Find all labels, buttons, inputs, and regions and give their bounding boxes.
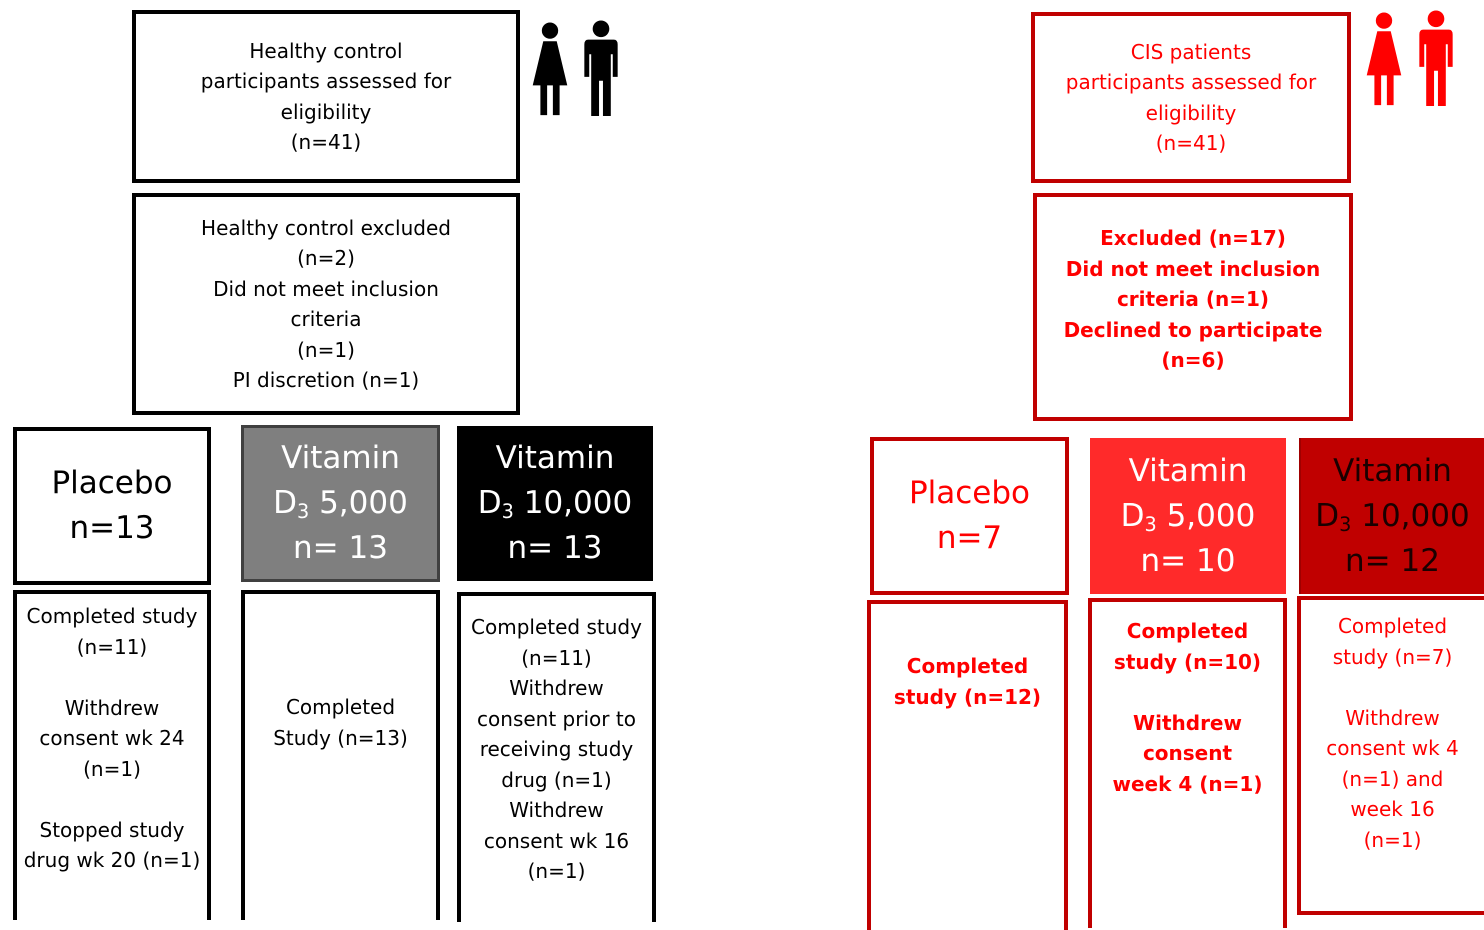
- man-icon: [1419, 10, 1453, 107]
- man-icon: [584, 20, 618, 117]
- outcome-line: study (n=7): [1332, 644, 1453, 669]
- cis-d10000-group-box: Vitamin D3 10,000 n= 12: [1299, 438, 1484, 594]
- group-dose: D3 5,000: [1120, 497, 1256, 536]
- healthy-assessed-line: participants assessed for: [200, 69, 452, 93]
- cis-excluded-line: (n=6): [1161, 348, 1225, 372]
- outcome-line: Completed: [1337, 614, 1448, 638]
- healthy-excluded-line: PI discretion (n=1): [232, 368, 420, 392]
- cis-d5000-group-box: Vitamin D3 5,000 n= 10: [1090, 438, 1286, 594]
- cis-assessed-line: eligibility: [1145, 100, 1237, 125]
- cis-assessed-box: CIS patients participants assessed for e…: [1031, 12, 1351, 183]
- outcome-line: (n=1): [1363, 827, 1422, 852]
- cis-assessed-line: (n=41): [1155, 131, 1227, 155]
- group-count: n= 13: [507, 530, 603, 566]
- healthy-excluded-box: Healthy control excluded (n=2) Did not m…: [132, 193, 520, 415]
- outcome-line: week 16: [1350, 797, 1435, 821]
- outcome-line: consent wk 16: [483, 828, 630, 853]
- cis-assessed-line: participants assessed for: [1065, 70, 1317, 94]
- healthy-assessed-line: Healthy control: [249, 38, 403, 63]
- cis-d5000-outcome-box: Completed study (n=10) Withdrew consent …: [1088, 598, 1287, 928]
- outcome-line: consent wk 24: [39, 726, 185, 750]
- outcome-line: Withdrew: [509, 798, 604, 822]
- healthy-placebo-group-box: Placebo n=13: [13, 427, 211, 585]
- group-count: n=7: [936, 520, 1003, 556]
- group-label: Vitamin: [281, 440, 400, 476]
- outcome-line: drug wk 20 (n=1): [23, 848, 201, 872]
- outcome-line: receiving study: [479, 737, 634, 761]
- healthy-excluded-line: (n=1): [297, 337, 355, 362]
- outcome-line: Stopped study: [39, 817, 185, 842]
- woman-icon: [1366, 12, 1402, 106]
- outcome-line: Withdrew: [1345, 705, 1440, 730]
- outcome-line: [109, 662, 115, 693]
- group-count: n= 10: [1140, 542, 1236, 579]
- outcome-line: [1389, 672, 1395, 703]
- healthy-d10000-outcome-box: Completed study (n=11) Withdrew consent …: [457, 592, 656, 922]
- cis-placebo-outcome-box: Completed study (n=12): [867, 600, 1068, 930]
- healthy-assessed-line: (n=41): [290, 130, 362, 154]
- healthy-excluded-line: Healthy control excluded: [201, 215, 451, 240]
- cis-excluded-line: Did not meet inclusion: [1065, 256, 1321, 281]
- group-dose: D3 10,000: [1315, 497, 1470, 536]
- outcome-line: (n=1): [527, 859, 586, 883]
- healthy-assessed-box: Healthy control participants assessed fo…: [132, 10, 520, 183]
- outcome-line: Completed study: [26, 604, 198, 628]
- outcome-line: Withdrew: [1133, 710, 1242, 735]
- outcome-line: consent wk 4: [1326, 736, 1459, 760]
- outcome-line: [109, 784, 115, 815]
- healthy-d5000-outcome-box: Completed Study (n=13): [241, 590, 440, 920]
- group-dose: D3 5,000: [273, 485, 408, 523]
- outcome-line: Withdrew: [509, 676, 604, 700]
- cis-excluded-line: criteria (n=1): [1116, 287, 1270, 311]
- group-dose: D3 10,000: [477, 485, 633, 523]
- outcome-line: Study (n=13): [273, 725, 408, 750]
- outcome-line: drug (n=1): [501, 767, 612, 792]
- outcome-line: (n=11): [76, 634, 148, 659]
- outcome-line: Completed: [1126, 619, 1249, 643]
- cis-excluded-box: Excluded (n=17) Did not meet inclusion c…: [1033, 193, 1353, 421]
- healthy-d5000-group-box: Vitamin D3 5,000 n= 13: [241, 425, 440, 582]
- healthy-excluded-line: Did not meet inclusion: [213, 276, 439, 301]
- healthy-excluded-line: criteria: [290, 307, 362, 331]
- group-label: Placebo: [51, 465, 173, 501]
- group-count: n= 13: [293, 530, 388, 566]
- cis-excluded-line: Excluded (n=17): [1100, 226, 1286, 250]
- group-label: Vitamin: [495, 440, 615, 476]
- healthy-excluded-line: (n=2): [297, 246, 355, 270]
- cis-excluded-line: Declined to participate: [1063, 317, 1323, 342]
- cis-d10000-outcome-box: Completed study (n=7) Withdrew consent w…: [1297, 596, 1484, 915]
- group-label: Vitamin: [1333, 452, 1452, 489]
- group-label: Vitamin: [1128, 452, 1248, 489]
- outcome-line: (n=11): [521, 645, 592, 670]
- outcome-line: [1184, 677, 1191, 708]
- outcome-line: Completed study: [471, 615, 642, 639]
- group-count: n=13: [69, 510, 155, 546]
- outcome-line: study (n=12): [893, 684, 1042, 709]
- outcome-line: consent: [1142, 741, 1233, 765]
- healthy-d10000-group-box: Vitamin D3 10,000 n= 13: [457, 426, 653, 581]
- outcome-line: (n=1): [83, 756, 141, 781]
- outcome-line: Completed: [285, 695, 396, 719]
- woman-icon: [532, 22, 568, 116]
- group-label: Placebo: [908, 475, 1031, 511]
- outcome-line: week 4 (n=1): [1112, 771, 1263, 796]
- cis-assessed-line: CIS patients: [1130, 39, 1252, 64]
- outcome-line: (n=1) and: [1341, 766, 1444, 791]
- outcome-line: Withdrew: [64, 695, 160, 720]
- outcome-line: Completed: [906, 654, 1029, 678]
- healthy-placebo-outcome-box: Completed study (n=11) Withdrew consent …: [13, 590, 211, 920]
- outcome-line: study (n=10): [1113, 649, 1262, 674]
- group-count: n= 12: [1345, 542, 1440, 579]
- cis-placebo-group-box: Placebo n=7: [870, 437, 1069, 595]
- healthy-assessed-line: eligibility: [280, 99, 372, 124]
- outcome-line: consent prior to: [477, 706, 636, 731]
